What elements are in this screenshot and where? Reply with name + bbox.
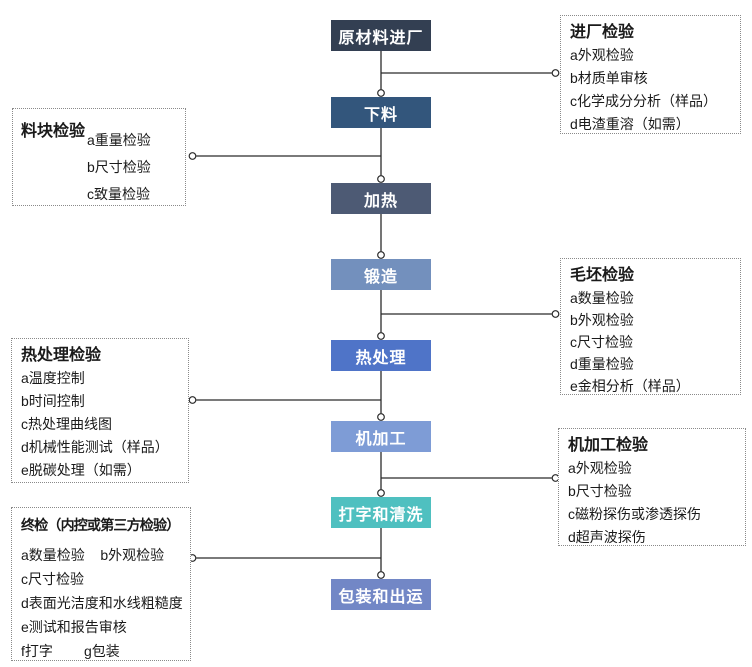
- flow-step-cutting: 下料: [331, 97, 431, 128]
- node-circle: [188, 152, 197, 160]
- inspection-item: b外观检验: [570, 312, 634, 328]
- inspection-item: d电渣重溶（如需）: [570, 116, 690, 132]
- inspection-item: c磁粉探伤或渗透探伤: [568, 506, 701, 522]
- inspection-item: b材质单审核: [570, 70, 648, 86]
- inspection-item: c热处理曲线图: [21, 416, 112, 432]
- flow-step-raw-material-arrival: 原材料进厂: [331, 20, 431, 51]
- node-circle: [377, 251, 385, 259]
- inspection-item: a重量检验: [87, 132, 151, 148]
- flow-step-heating: 加热: [331, 183, 431, 214]
- inspection-item: a温度控制: [21, 370, 85, 386]
- node-circle: [377, 332, 385, 340]
- flow-step-packing-shipping: 包装和出运: [331, 579, 431, 610]
- node-circle: [188, 396, 197, 404]
- inspection-box-machining: 机加工检验 a外观检验 b尺寸检验 c磁粉探伤或渗透探伤 d超声波探伤: [558, 428, 746, 546]
- inspection-title: 终检（内控或第三方检验）: [21, 517, 180, 533]
- inspection-items: a重量检验 b尺寸检验 c致量检验: [87, 119, 151, 208]
- inspection-item: d机械性能测试（样品）: [21, 439, 169, 455]
- flow-step-forging: 锻造: [331, 259, 431, 290]
- inspection-item: b时间控制: [21, 393, 85, 409]
- inspection-item: d超声波探伤: [568, 529, 646, 545]
- flow-step-machining: 机加工: [331, 421, 431, 452]
- inspection-item: b尺寸检验: [568, 483, 632, 499]
- inspection-box-final: 终检（内控或第三方检验） a数量检验 b外观检验 c尺寸检验 d表面光洁度和水线…: [11, 507, 191, 661]
- node-circle: [377, 413, 385, 421]
- inspection-box-inner: 料块检验 a重量检验 b尺寸检验 c致量检验: [21, 119, 179, 208]
- inspection-title: 料块检验: [21, 123, 86, 140]
- inspection-item: c化学成分分析（样品）: [570, 93, 717, 109]
- node-circle: [551, 69, 560, 77]
- node-circle: [377, 571, 385, 579]
- flow-step-marking-cleaning: 打字和清洗: [331, 497, 431, 528]
- inspection-item: c尺寸检验: [570, 334, 633, 350]
- inspection-title: 进厂检验: [570, 24, 635, 41]
- node-circle: [377, 89, 385, 97]
- inspection-title: 热处理检验: [21, 347, 102, 364]
- inspection-title: 毛坯检验: [570, 267, 635, 284]
- inspection-item: c致量检验: [87, 186, 151, 202]
- inspection-item: e测试和报告审核: [21, 619, 127, 635]
- inspection-box-block: 料块检验 a重量检验 b尺寸检验 c致量检验: [12, 108, 186, 206]
- inspection-item: d重量检验: [570, 356, 634, 372]
- inspection-item: c尺寸检验: [21, 571, 84, 587]
- inspection-item: a数量检验 b外观检验: [21, 547, 165, 563]
- inspection-box-incoming: 进厂检验 a外观检验 b材质单审核 c化学成分分析（样品） d电渣重溶（如需）: [560, 15, 741, 134]
- inspection-item: d表面光洁度和水线粗糙度: [21, 595, 183, 611]
- inspection-item: b尺寸检验: [87, 159, 151, 175]
- node-circle: [377, 175, 385, 183]
- inspection-title: 机加工检验: [568, 437, 649, 454]
- inspection-box-heat-treatment: 热处理检验 a温度控制 b时间控制 c热处理曲线图 d机械性能测试（样品） e脱…: [11, 338, 189, 483]
- inspection-item: e金相分析（样品）: [570, 378, 690, 394]
- inspection-item: f打字 g包装: [21, 643, 120, 659]
- inspection-box-blank: 毛坯检验 a数量检验 b外观检验 c尺寸检验 d重量检验 e金相分析（样品）: [560, 258, 741, 395]
- flow-step-heat-treatment: 热处理: [331, 340, 431, 371]
- inspection-item: a数量检验: [570, 290, 634, 306]
- inspection-item: e脱碳处理（如需）: [21, 462, 141, 478]
- node-circle: [377, 489, 385, 497]
- inspection-item: a外观检验: [570, 47, 634, 63]
- inspection-item: a外观检验: [568, 460, 632, 476]
- node-circle: [551, 310, 560, 318]
